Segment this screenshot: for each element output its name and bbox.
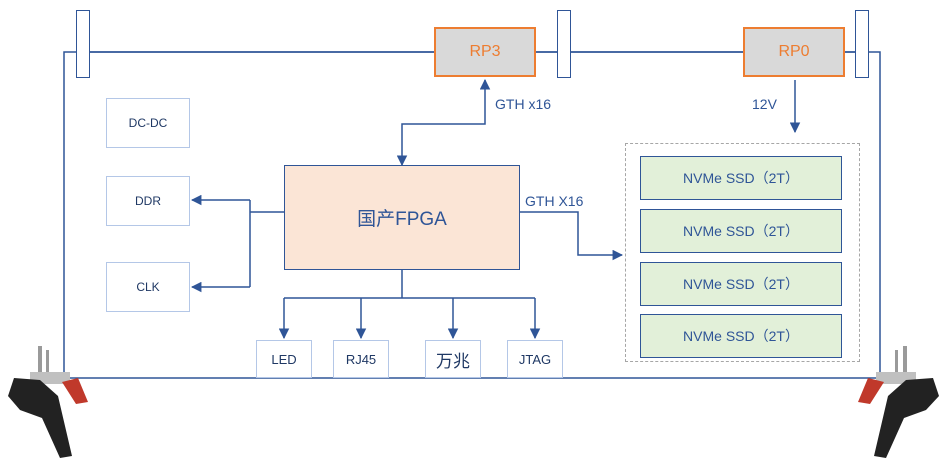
fpga-block: 国产FPGA [284,165,520,270]
ssd-array-frame [625,143,860,362]
clk-label: CLK [136,280,160,294]
ddr-block: DDR [106,176,190,226]
ssd-label: NVMe SSD（2T） [683,223,799,239]
gth-up-label: GTH x16 [495,96,552,112]
rp3-connector: RP3 [434,27,536,77]
rj45-block: RJ45 [333,340,389,378]
rj45-label: RJ45 [345,351,377,367]
fpga-label: 国产FPGA [357,209,447,230]
gth-right-label: GTH X16 [525,193,584,209]
ssd-label: NVMe SSD（2T） [683,276,799,292]
jtag-block: JTAG [507,340,563,378]
dcdc-label: DC-DC [128,116,168,130]
ssd-block: NVMe SSD（2T） [640,262,842,306]
ejector-handle-left-icon [8,346,88,458]
fpga-ddr-clk-bus [249,200,284,287]
clk-block: CLK [106,262,190,312]
ssd-label: NVMe SSD（2T） [683,328,799,344]
ssd-label: NVMe SSD（2T） [683,170,799,186]
fpga-ssd-link [520,211,624,261]
gige-block: 万兆 [425,340,481,378]
rp0-connector: RP0 [743,27,845,77]
board-post-left [76,10,90,78]
voltage-label: 12V [752,96,777,112]
ssd-block: NVMe SSD（2T） [640,209,842,253]
ssd-block: NVMe SSD（2T） [640,156,842,200]
ddr-label: DDR [135,194,161,208]
dcdc-block: DC-DC [106,98,190,148]
gige-label: 万兆 [436,351,470,371]
ejector-handle-right-icon [858,346,939,458]
rp3-label: RP3 [469,43,501,60]
rp0-label: RP0 [778,43,810,60]
jtag-label: JTAG [518,351,552,367]
led-block: LED [256,340,312,378]
board-post-right [855,10,869,78]
board-post-mid [557,10,571,78]
fpga-rp3-link [396,78,491,167]
ssd-block: NVMe SSD（2T） [640,314,842,358]
led-label: LED [271,351,297,367]
